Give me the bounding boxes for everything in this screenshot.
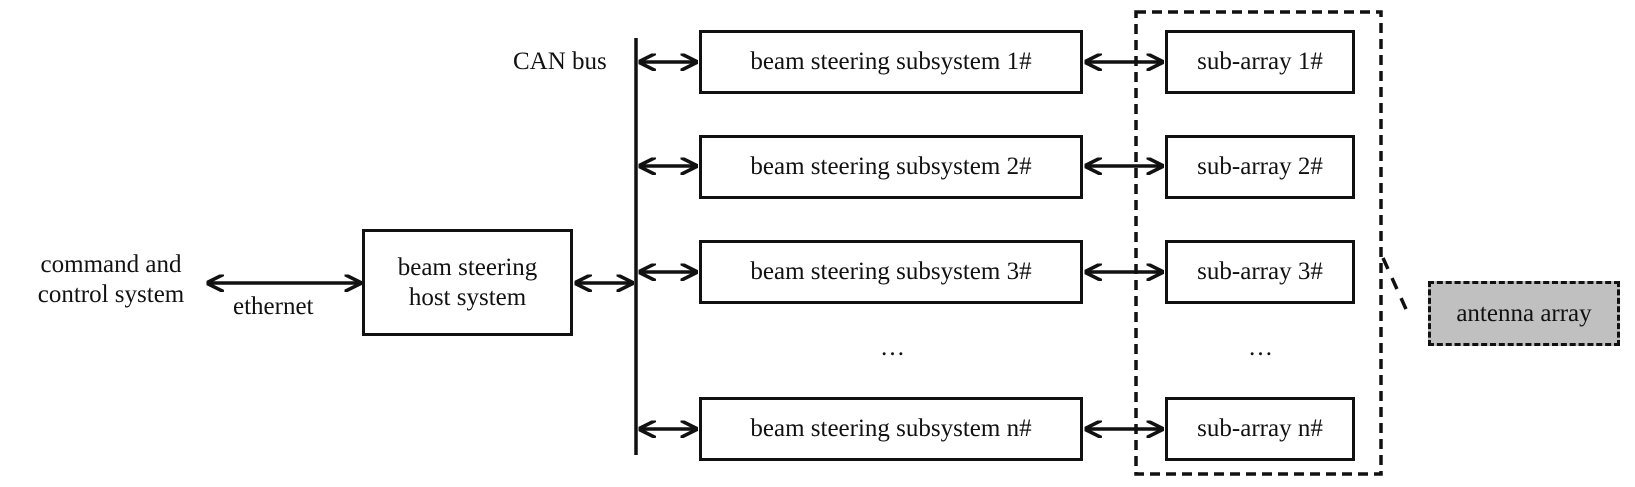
sub-array-label-3: sub-array 3# (1197, 258, 1323, 285)
ethernet-label: ethernet (233, 293, 314, 320)
host-line1: beam steering (397, 253, 538, 281)
subsystem-box-3: beam steering subsystem 3# (699, 240, 1083, 304)
sub-array-label-2: sub-array 2# (1197, 153, 1323, 180)
sub-array-box-3: sub-array 3# (1165, 240, 1355, 304)
command-control-line2: control system (37, 281, 185, 308)
host-system-box: beam steering host system (362, 229, 573, 336)
subsystem-box-n: beam steering subsystem n# (699, 397, 1083, 461)
subsystem-box-2: beam steering subsystem 2# (699, 135, 1083, 199)
can-bus-label: CAN bus (513, 48, 607, 75)
antenna-array-box: antenna array (1428, 281, 1620, 346)
sub-array-ellipsis: … (1248, 334, 1274, 361)
command-control-label: command and control system (16, 250, 206, 310)
host-line2: host system (408, 283, 527, 311)
sub-array-box-2: sub-array 2# (1165, 135, 1355, 199)
subsystem-ellipsis: … (880, 334, 906, 361)
subsystem-label-n: beam steering subsystem n# (750, 415, 1032, 442)
antenna-leader-line (1381, 257, 1412, 319)
antenna-array-label: antenna array (1456, 299, 1592, 327)
sub-array-box-n: sub-array n# (1165, 397, 1355, 461)
command-control-line1: command and (40, 251, 182, 278)
subsystem-box-1: beam steering subsystem 1# (699, 30, 1083, 94)
subsystem-label-3: beam steering subsystem 3# (750, 258, 1032, 285)
sub-array-label-1: sub-array 1# (1197, 48, 1323, 75)
subsystem-label-2: beam steering subsystem 2# (750, 153, 1032, 180)
sub-array-label-n: sub-array n# (1197, 415, 1323, 442)
sub-array-box-1: sub-array 1# (1165, 30, 1355, 94)
subsystem-label-1: beam steering subsystem 1# (750, 48, 1032, 75)
